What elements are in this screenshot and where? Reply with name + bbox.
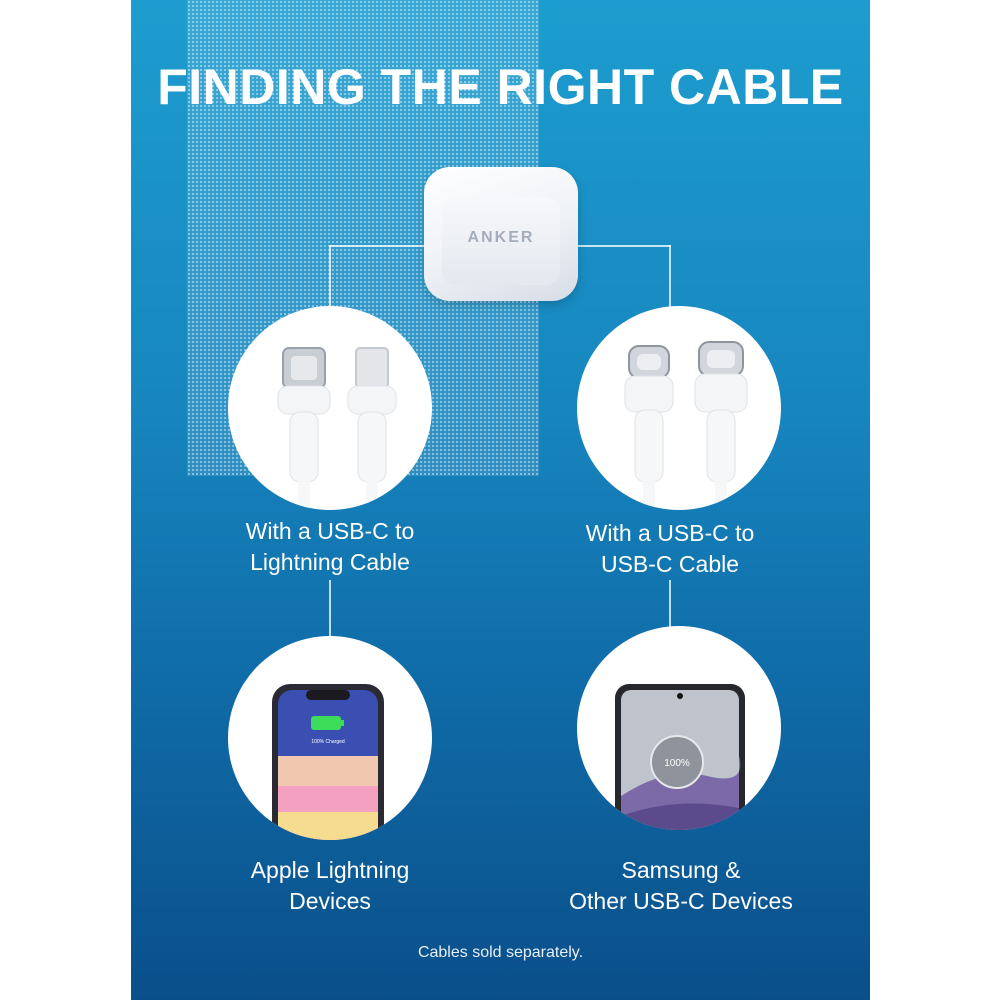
lightning-cable-circle (228, 306, 432, 510)
infographic-panel: FINDING THE RIGHT CABLE ANKER (131, 0, 870, 1000)
footnote: Cables sold separately. (417, 944, 584, 961)
connector-line (329, 580, 331, 636)
usb-c-devices-label: Samsung & Other USB-C Devices (569, 857, 793, 914)
charger-face (442, 197, 560, 285)
iphone-icon: 100% Charged (272, 684, 384, 840)
page-title: FINDING THE RIGHT CABLE (157, 59, 844, 115)
connector-line (329, 245, 425, 247)
android-phone-icon: 100% (615, 684, 745, 830)
connector-line (329, 245, 331, 307)
connector-line (669, 245, 671, 307)
apple-device-circle: 100% Charged (228, 636, 432, 840)
samsung-screen-text: 100% (664, 758, 690, 769)
connector-line (669, 580, 671, 636)
usb-c-cable-label: With a USB-C to USB-C Cable (585, 520, 755, 577)
charger-image: ANKER (424, 167, 578, 301)
apple-devices-label: Apple Lightning Devices (250, 857, 410, 914)
lightning-cable-icon (277, 347, 397, 510)
connector-line (577, 245, 671, 247)
samsung-device-circle: 100% (577, 626, 781, 830)
lightning-cable-label: With a USB-C to Lightning Cable (245, 518, 415, 575)
charger-brand: ANKER (467, 229, 535, 246)
usb-c-cable-icon (624, 341, 748, 510)
iphone-screen-text: 100% Charged (311, 739, 345, 745)
usb-c-cable-circle (577, 306, 781, 510)
